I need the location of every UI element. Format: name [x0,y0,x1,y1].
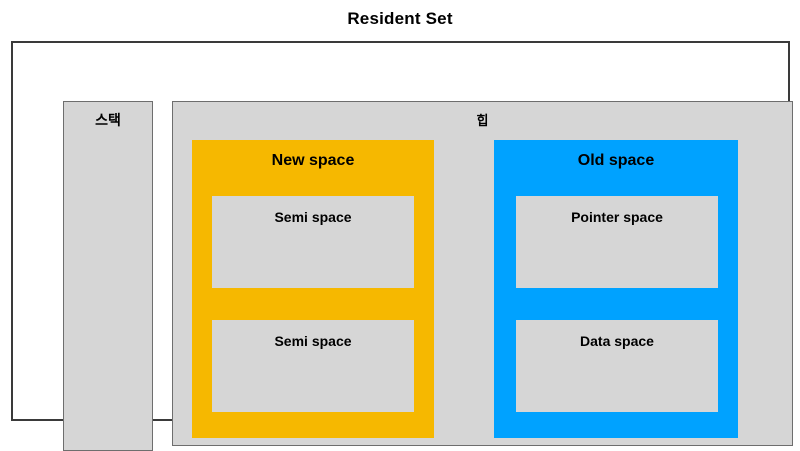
data-space-label: Data space [580,333,654,349]
old-space-region: Old space Pointer space Data space [494,140,738,438]
stack-region: 스택 [63,101,153,451]
semi-space-box-2: Semi space [212,320,414,412]
heap-label: 힙 [476,113,489,128]
stack-label: 스택 [95,112,121,128]
pointer-space-box: Pointer space [516,196,718,288]
data-space-box: Data space [516,320,718,412]
old-space-title: Old space [577,152,655,169]
new-space-region: New space Semi space Semi space [192,140,434,438]
semi-space-box-1: Semi space [212,196,414,288]
semi-space-label-2: Semi space [274,333,352,349]
new-space-title: New space [271,152,355,169]
diagram-title: Resident Set [347,9,453,28]
pointer-space-label: Pointer space [571,209,663,225]
resident-set-frame: 스택 힙 New space Semi space Semi space Old… [11,41,793,451]
semi-space-label-1: Semi space [274,209,352,225]
